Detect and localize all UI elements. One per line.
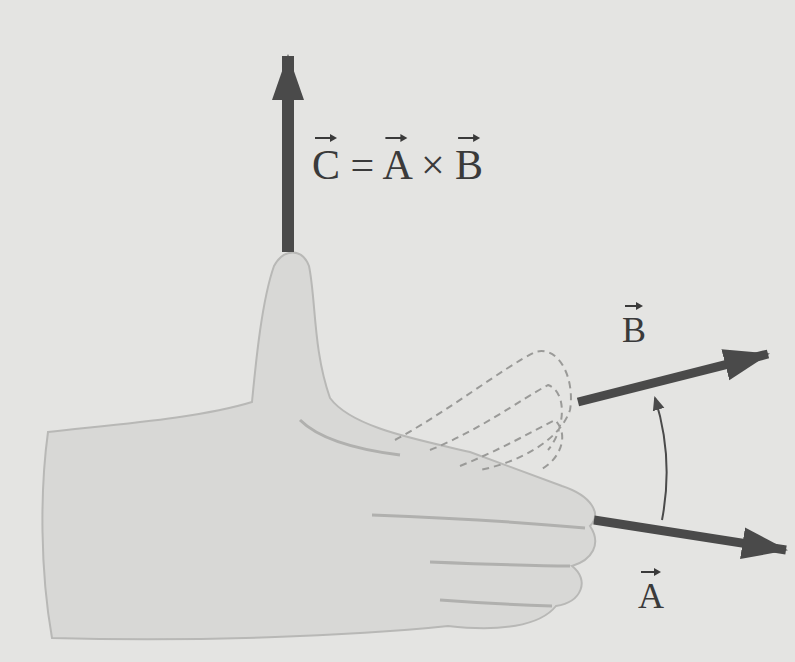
rotation-arc <box>655 398 667 520</box>
vector-arrow-mark <box>625 302 643 310</box>
label-holder: A <box>638 566 664 614</box>
vector-label: C = A × B <box>312 132 483 186</box>
label-holder: B <box>622 300 646 348</box>
vector-c <box>282 56 294 252</box>
vector-a <box>594 520 786 550</box>
hand <box>42 253 595 640</box>
vector-label: A <box>638 566 664 614</box>
curl-dashes <box>395 351 571 470</box>
vector-label: B <box>622 300 646 348</box>
vector-arrow-mark <box>458 134 480 142</box>
vector-arrow-mark <box>315 134 337 142</box>
finger-lines <box>300 420 585 606</box>
vector-arrow-mark <box>385 134 407 142</box>
label-holder: C = A × B <box>312 132 483 186</box>
vector-b <box>578 354 768 402</box>
vector-arrow-mark <box>641 568 661 576</box>
